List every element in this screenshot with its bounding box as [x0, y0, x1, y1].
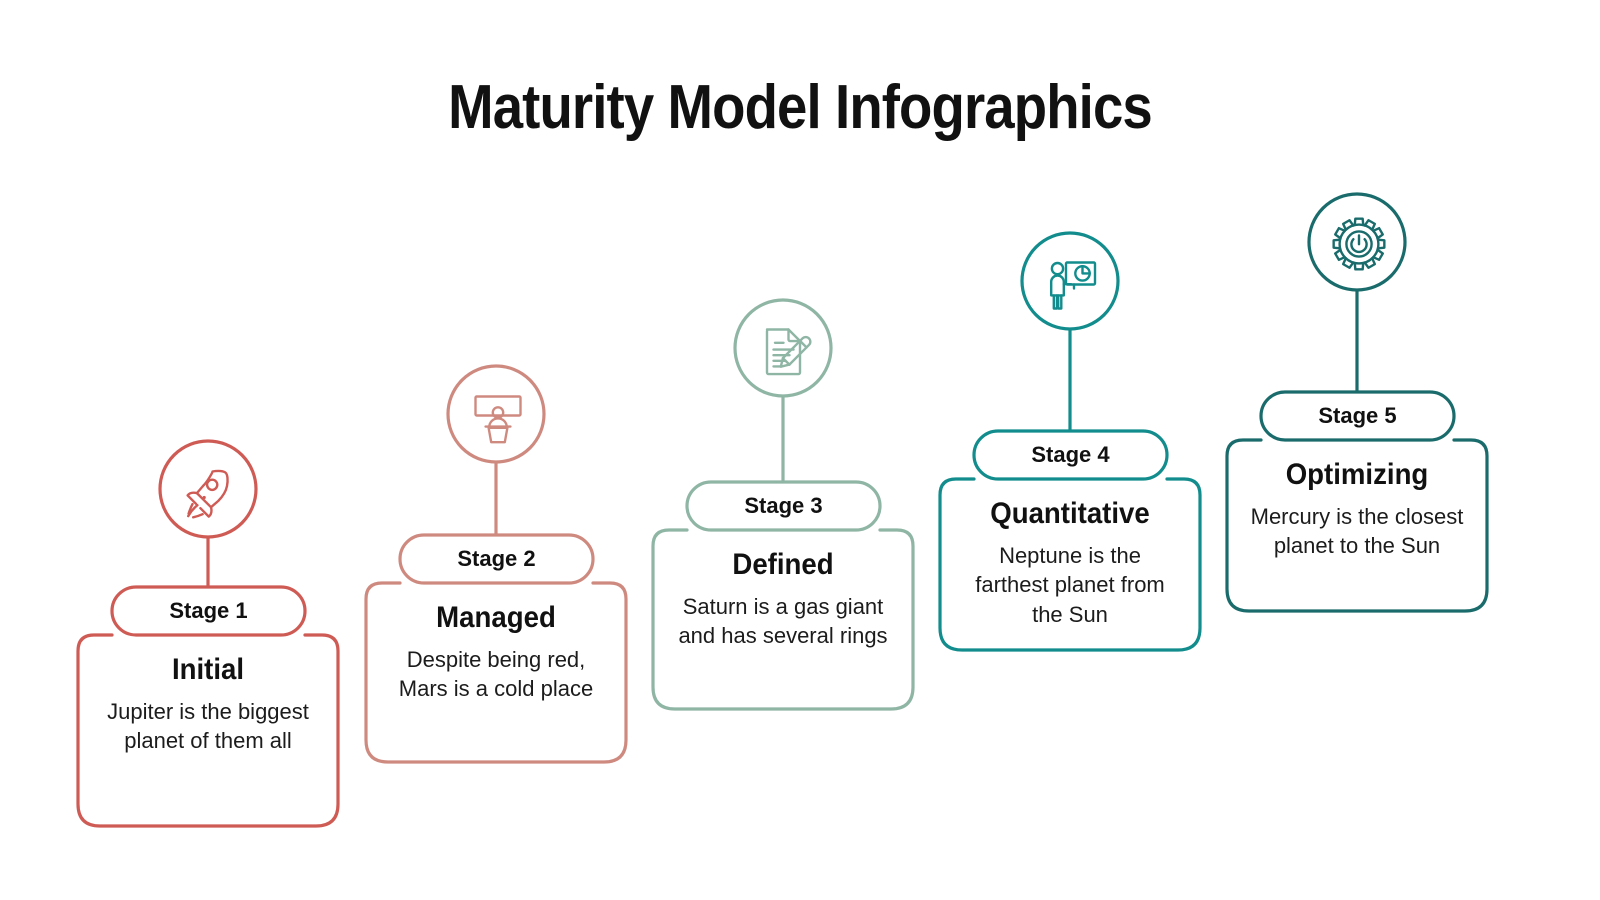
- stage-group-1: [76, 439, 340, 828]
- stage-body-3: Saturn is a gas giant and has several ri…: [678, 594, 888, 649]
- stage-badge-label-4: Stage 4: [1031, 442, 1110, 467]
- icon-circle: [158, 439, 258, 539]
- stage-body-4: Neptune is the farthest planet from the …: [975, 543, 1165, 627]
- icon-circle: [1020, 231, 1120, 331]
- stage-body-5: Mercury is the closest planet to the Sun: [1250, 504, 1464, 559]
- icon-circle: [446, 364, 546, 464]
- stage-heading-5: Optimizing: [1285, 458, 1429, 491]
- icon-circle: [733, 298, 833, 398]
- stage-heading-1: Initial: [171, 653, 245, 686]
- stage-badge-label-2: Stage 2: [457, 546, 536, 571]
- stage-badge-label-3: Stage 3: [744, 493, 823, 518]
- icon-circle: [1307, 192, 1407, 292]
- stage-badge-label-1: Stage 1: [169, 598, 248, 623]
- stage-heading-4: Quantitative: [990, 497, 1150, 530]
- stage-body-2: Despite being red, Mars is a cold place: [398, 647, 594, 702]
- stage-heading-3: Defined: [732, 548, 834, 581]
- stage-heading-2: Managed: [436, 601, 556, 634]
- stage-badge-label-5: Stage 5: [1318, 403, 1397, 428]
- stage-body-1: Jupiter is the biggest planet of them al…: [107, 699, 309, 754]
- page-title: Maturity Model Infographics: [448, 73, 1153, 142]
